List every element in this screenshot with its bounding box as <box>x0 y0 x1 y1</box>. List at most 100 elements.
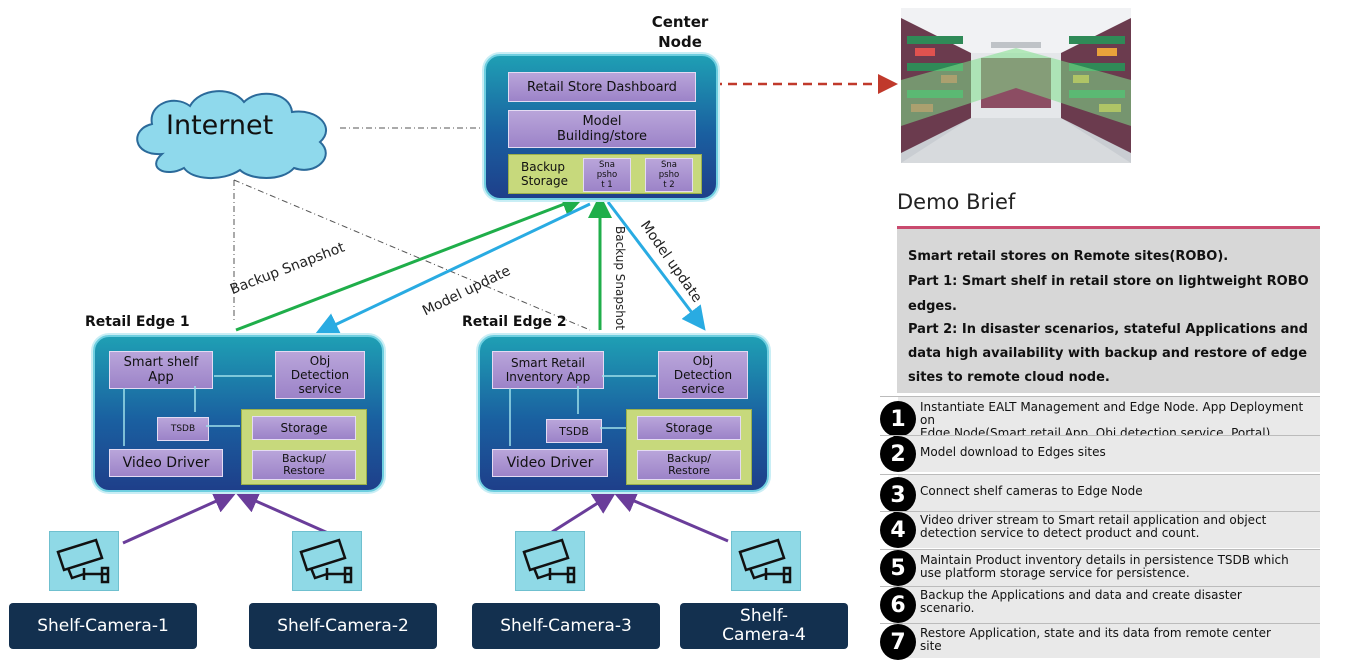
demo-brief-summary: Smart retail stores on Remote sites(ROBO… <box>897 229 1320 393</box>
brief-line: data high availability with backup and r… <box>908 346 1308 361</box>
step-6: 6 Backup the Applications and data and c… <box>880 586 1320 623</box>
step-text: Maintain Product inventory details in pe… <box>920 554 1314 580</box>
edge1-title: Retail Edge 1 <box>85 314 190 330</box>
edge2-obj-l1: Obj <box>692 354 714 368</box>
snapshot-1: Sna psho t 1 <box>583 158 631 192</box>
step-2: 2 Model download to Edges sites <box>880 435 1320 472</box>
security-camera-icon <box>292 531 362 591</box>
edge1-storage-area: Storage Backup/ Restore <box>241 409 367 485</box>
edge2-obj-l3: service <box>681 382 725 396</box>
retail-store-dashboard: Retail Store Dashboard <box>508 72 696 102</box>
model-update-label-1: Model update <box>420 262 514 320</box>
edge2-video-driver: Video Driver <box>492 449 608 477</box>
center-node: Retail Store Dashboard Model Building/st… <box>484 54 718 200</box>
internet-cloud <box>136 90 327 180</box>
step-text-line1: Backup the Applications and data and cre… <box>920 588 1242 602</box>
demo-brief-rule <box>897 226 1320 229</box>
camera3-arrow <box>551 490 618 534</box>
edge2-obj-detection: Obj Detection service <box>658 351 748 399</box>
demo-brief-title: Demo Brief <box>897 190 1016 214</box>
step-number: 1 <box>880 401 916 437</box>
brief-line: sites to remote cloud node. <box>908 370 1110 385</box>
snapshot-2: Sna psho t 2 <box>645 158 693 192</box>
security-camera-icon <box>731 531 801 591</box>
edge1-obj-l2: Detection <box>290 368 350 382</box>
step-text: Backup the Applications and data and cre… <box>920 589 1314 615</box>
center-title-line1: Center <box>651 13 709 31</box>
model-update-label-2: Model update <box>636 218 705 306</box>
internet-to-edge2-line <box>233 179 591 331</box>
step-3: 3 Connect shelf cameras to Edge Node <box>880 474 1320 513</box>
model-update-arrow-edge1 <box>314 202 591 336</box>
edge2-app-l1: Smart Retail <box>510 356 586 370</box>
step-text-line1: Connect shelf cameras to Edge Node <box>920 484 1143 498</box>
edge2-title: Retail Edge 2 <box>462 314 567 330</box>
step-text-line1: Model download to Edges sites <box>920 445 1106 459</box>
edge2-tsdb: TSDB <box>546 419 602 443</box>
model-line1: Model <box>582 114 622 129</box>
brief-line: Part 2: In disaster scenarios, stateful … <box>908 322 1308 337</box>
shelf-camera-4-label: Shelf- Camera-4 <box>680 603 848 649</box>
step-text: Video driver stream to Smart retail appl… <box>920 514 1314 540</box>
shelf-camera-4-l1: Shelf- <box>740 606 788 626</box>
brief-line: Part 1: Smart shelf in retail store on l… <box>908 274 1309 289</box>
step-text: Model download to Edges sites <box>920 446 1314 459</box>
camera1-arrow <box>122 490 238 545</box>
step-text-line1: Restore Application, state and its data … <box>920 626 1271 640</box>
step-number: 3 <box>880 477 916 513</box>
camera2-arrow <box>234 490 329 535</box>
snapshot1-l3: t 1 <box>601 180 613 190</box>
step-text-line1: Video driver stream to Smart retail appl… <box>920 513 1267 527</box>
step-5: 5 Maintain Product inventory details in … <box>880 549 1320 586</box>
step-7: 7 Restore Application, state and its dat… <box>880 623 1320 660</box>
retail-store-aisle-image <box>901 8 1131 163</box>
edge2-backup-l1: Backup/ <box>666 452 712 465</box>
edge1-backup-restore: Backup/ Restore <box>252 450 356 480</box>
backup-storage-label: Backup Storage <box>521 160 568 188</box>
model-line2: Building/store <box>557 129 647 144</box>
step-text: Connect shelf cameras to Edge Node <box>920 485 1314 498</box>
step-text-line2: detection service to detect product and … <box>920 526 1200 540</box>
edge1-backup-l2: Restore <box>283 464 325 477</box>
edge1-obj-l1: Obj <box>309 354 331 368</box>
edge2-app-l2: Inventory App <box>505 370 591 384</box>
brief-line: edges. <box>908 299 957 314</box>
backup-storage: Backup Storage Sna psho t 1 Sna psho t 2 <box>508 154 702 194</box>
camera4-arrow <box>612 490 729 543</box>
retail-edge-2: Smart Retail Inventory App Obj Detection… <box>478 335 769 492</box>
center-title-line2: Node <box>658 33 702 51</box>
edge2-storage-area: Storage Backup/ Restore <box>626 409 752 485</box>
security-camera-icon <box>515 531 585 591</box>
edge1-smart-shelf-app: Smart shelf App <box>109 351 213 389</box>
backup-storage-line2: Storage <box>521 174 568 188</box>
step-number: 7 <box>880 624 916 660</box>
retail-edge-1: Smart shelf App Obj Detection service TS… <box>93 335 384 492</box>
edge1-app-l1: Smart shelf <box>123 355 199 370</box>
shelf-camera-1-label: Shelf-Camera-1 <box>9 603 197 649</box>
brief-line: Smart retail stores on Remote sites(ROBO… <box>908 249 1229 264</box>
edge1-video-driver: Video Driver <box>109 449 223 477</box>
internet-label: Internet <box>166 110 274 141</box>
step-text-line2: site <box>920 639 942 653</box>
step-number: 2 <box>880 436 916 472</box>
edge1-obj-l3: service <box>298 382 342 396</box>
shelf-camera-4-l2: Camera-4 <box>722 625 806 645</box>
edge1-storage: Storage <box>252 416 356 440</box>
shelf-camera-3-label: Shelf-Camera-3 <box>472 603 660 649</box>
edge1-tsdb: TSDB <box>157 417 209 441</box>
snapshot2-l1: Sna <box>661 160 677 170</box>
backup-snapshot-label-1: Backup Snapshot <box>228 239 347 298</box>
snapshot1-l2: psho <box>596 170 618 180</box>
backup-snapshot-label-2: Backup Snapshot <box>613 226 627 330</box>
security-camera-icon <box>49 531 119 591</box>
shelf-camera-2-label: Shelf-Camera-2 <box>249 603 437 649</box>
step-text-line2: use platform storage service for persist… <box>920 566 1190 580</box>
step-text: Restore Application, state and its data … <box>920 627 1314 653</box>
model-building-store: Model Building/store <box>508 110 696 148</box>
step-number: 6 <box>880 587 916 623</box>
backup-storage-line1: Backup <box>521 160 565 174</box>
center-node-title: Center Node <box>640 12 720 52</box>
edge2-obj-l2: Detection <box>673 368 733 382</box>
snapshot2-l3: t 2 <box>663 180 675 190</box>
step-text-line1: Instantiate EALT Management and Edge Nod… <box>920 400 1304 427</box>
